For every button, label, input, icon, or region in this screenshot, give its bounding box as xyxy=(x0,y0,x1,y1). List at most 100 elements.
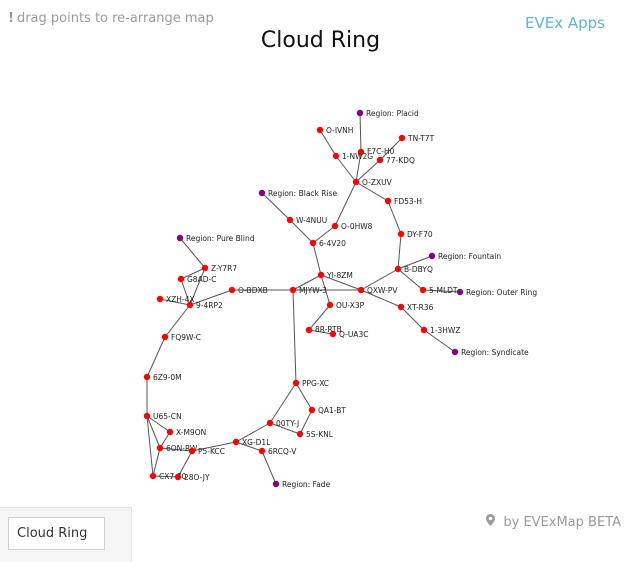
system-node-qa1-bt[interactable]: QA1-BT xyxy=(308,406,347,415)
region-node-fountain[interactable]: Region: Fountain xyxy=(428,252,502,261)
system-dot[interactable] xyxy=(174,473,182,481)
system-node-ppg-xc[interactable]: PPG-XC xyxy=(292,379,329,388)
system-dot[interactable] xyxy=(186,301,194,309)
system-node-tn-t7t[interactable]: TN-T7T xyxy=(398,134,435,143)
system-dot[interactable] xyxy=(149,472,157,480)
system-dot[interactable] xyxy=(309,239,317,247)
system-node-x-m9on[interactable]: X-M9ON xyxy=(166,428,206,437)
system-node-ou-x3p[interactable]: OU-X3P xyxy=(326,301,365,310)
region-node-outerring[interactable]: Region: Outer Ring xyxy=(456,288,538,297)
system-node-dy-f70[interactable]: DY-F70 xyxy=(397,230,433,239)
system-dot[interactable] xyxy=(397,230,405,238)
region-dot[interactable] xyxy=(428,252,436,260)
system-dot[interactable] xyxy=(289,286,297,294)
system-dot[interactable] xyxy=(156,295,164,303)
system-node-qxw-pv[interactable]: QXW-PV xyxy=(357,286,399,295)
system-node-77-kdq[interactable]: 77-KDQ xyxy=(376,156,415,165)
region-dot[interactable] xyxy=(176,234,184,242)
system-node-o-ivnh[interactable]: O-IVNH xyxy=(316,126,354,135)
system-node-p5-kcc[interactable]: P5-KCC xyxy=(188,447,225,456)
system-node-w-4nuu[interactable]: W-4NUU xyxy=(286,216,327,225)
system-dot[interactable] xyxy=(166,428,174,436)
system-node-xg-d1l[interactable]: XG-D1L xyxy=(232,438,271,447)
system-dot[interactable] xyxy=(177,275,185,283)
system-dot[interactable] xyxy=(317,271,325,279)
region-node-syndicate[interactable]: Region: Syndicate xyxy=(451,348,529,357)
system-dot[interactable] xyxy=(394,265,402,273)
system-dot[interactable] xyxy=(143,373,151,381)
system-label: 77-KDQ xyxy=(386,156,415,165)
system-dot[interactable] xyxy=(296,430,304,438)
region-node-blackrise[interactable]: Region: Black Rise xyxy=(258,189,338,198)
system-dot[interactable] xyxy=(352,178,360,186)
region-node-pureblind[interactable]: Region: Pure Blind xyxy=(176,234,255,243)
system-node-b-dbyq[interactable]: B-DBYQ xyxy=(394,265,433,274)
system-node-f7c-h0[interactable]: F7C-H0 xyxy=(357,147,395,156)
region-node-placid[interactable]: Region: Placid xyxy=(356,109,419,118)
system-dot[interactable] xyxy=(420,326,428,334)
system-dot[interactable] xyxy=(357,148,365,156)
system-dot[interactable] xyxy=(305,326,313,334)
system-node-8r-rtb[interactable]: 8R-RTB xyxy=(305,325,342,334)
region-dot[interactable] xyxy=(272,480,280,488)
region-dot[interactable] xyxy=(451,348,459,356)
system-dot[interactable] xyxy=(419,286,427,294)
system-node-yi-8zm[interactable]: YI-8ZM xyxy=(317,271,353,280)
system-node-6-4v20[interactable]: 6-4V20 xyxy=(309,239,346,248)
system-node-6rcq-v[interactable]: 6RCQ-V xyxy=(258,447,297,456)
system-dot[interactable] xyxy=(329,330,337,338)
system-label: XG-D1L xyxy=(242,438,271,447)
system-node-6z9-0m[interactable]: 6Z9-0M xyxy=(143,373,182,382)
system-node-cx7-70[interactable]: CX7-70 xyxy=(149,472,187,481)
system-dot[interactable] xyxy=(376,156,384,164)
system-dot[interactable] xyxy=(188,447,196,455)
system-dot[interactable] xyxy=(397,303,405,311)
system-dot[interactable] xyxy=(331,222,339,230)
system-node-o-0hw8[interactable]: O-0HW8 xyxy=(331,222,373,231)
system-dot[interactable] xyxy=(316,126,324,134)
system-dot[interactable] xyxy=(326,301,334,309)
system-dot[interactable] xyxy=(258,447,266,455)
region-dot[interactable] xyxy=(356,109,364,117)
system-label: G8AD-C xyxy=(187,275,216,284)
system-dot[interactable] xyxy=(161,333,169,341)
system-dot[interactable] xyxy=(332,152,340,160)
system-node-fq9w-c[interactable]: FQ9W-C xyxy=(161,333,201,342)
system-node-u65-cn[interactable]: U65-CN xyxy=(143,412,182,421)
system-dot[interactable] xyxy=(143,412,151,420)
system-node-mjyw-3[interactable]: MJYW-3 xyxy=(289,286,327,295)
system-node-q-ua3c[interactable]: Q-UA3C xyxy=(329,330,369,339)
system-node-o-zxuv[interactable]: O-ZXUV xyxy=(352,178,393,187)
system-dot[interactable] xyxy=(201,264,209,272)
system-node-fd53-h[interactable]: FD53-H xyxy=(384,197,422,206)
system-node-xt-r36[interactable]: XT-R36 xyxy=(397,303,434,312)
system-dot[interactable] xyxy=(384,197,392,205)
system-dot[interactable] xyxy=(357,286,365,294)
system-node-28o-jy[interactable]: 28O-JY xyxy=(174,473,210,482)
system-dot[interactable] xyxy=(156,444,164,452)
system-dot[interactable] xyxy=(286,216,294,224)
system-dot[interactable] xyxy=(266,419,274,427)
system-node-1-3hwz[interactable]: 1-3HWZ xyxy=(420,326,461,335)
system-node-9-4rp2[interactable]: 9-4RP2 xyxy=(186,301,223,310)
system-node-xzh-4x[interactable]: XZH-4X xyxy=(156,295,195,304)
system-node-g8ad-c[interactable]: G8AD-C xyxy=(177,275,217,284)
evex-apps-link[interactable]: EVEx Apps xyxy=(525,14,605,32)
system-node-5s-knl[interactable]: 5S-KNL xyxy=(296,430,334,439)
system-node-o-bdxb[interactable]: O-BDXB xyxy=(228,286,268,295)
system-node-1-nw2g[interactable]: 1-NW2G xyxy=(332,152,373,161)
region-dot[interactable] xyxy=(258,189,266,197)
system-node-6on-rw[interactable]: 6ON-RW xyxy=(156,444,198,453)
system-node-00ty-j[interactable]: 00TY-J xyxy=(266,419,299,428)
system-dot[interactable] xyxy=(228,286,236,294)
system-node-z-y7r7[interactable]: Z-Y7R7 xyxy=(201,264,238,273)
system-dot[interactable] xyxy=(308,406,316,414)
system-node-5-mldt[interactable]: 5-MLDT xyxy=(419,286,458,295)
system-dot[interactable] xyxy=(398,134,406,142)
region-node-fade[interactable]: Region: Fade xyxy=(272,480,331,489)
region-input[interactable] xyxy=(8,517,105,550)
region-dot[interactable] xyxy=(456,288,464,296)
system-dot[interactable] xyxy=(232,438,240,446)
system-dot[interactable] xyxy=(292,379,300,387)
